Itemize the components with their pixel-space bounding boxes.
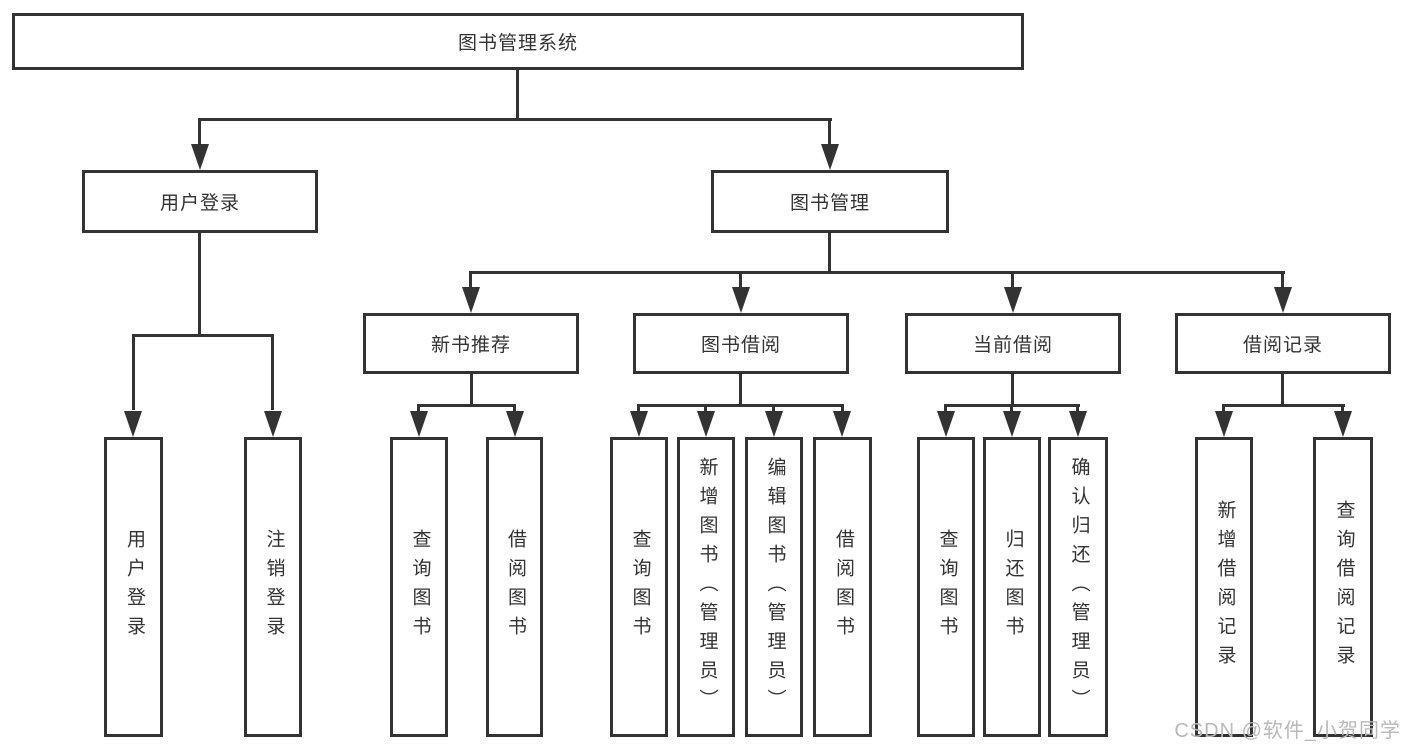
arrowhead-icon [462,287,480,313]
connector-line [944,404,947,412]
leaf-add-books-admin: 新增图书（管理员） [677,437,735,737]
leaf-add-borrow-record-label: 新增借阅记录 [1214,500,1236,674]
node-borrowing-records: 借阅记录 [1175,313,1391,374]
arrowhead-icon [1003,411,1021,437]
watermark-text: CSDN @软件_小贺同学 [1174,720,1401,742]
leaf-confirm-return-admin-label: 确认归还（管理员） [1068,456,1090,718]
leaf-user-login: 用户登录 [104,437,163,737]
node-book-management: 图书管理 [711,170,949,233]
connector-line [1011,271,1014,288]
leaf-query-books-recommend-label: 查询图书 [409,529,431,645]
node-new-book-recommend-label: 新书推荐 [430,335,511,356]
leaf-add-borrow-record: 新增借阅记录 [1195,437,1253,737]
arrowhead-icon [821,144,839,170]
arrowhead-icon [506,411,524,437]
leaf-borrow-books-recommend: 借阅图书 [486,437,543,737]
leaf-return-books-label: 归还图书 [1002,529,1024,645]
leaf-return-books: 归还图书 [983,437,1041,737]
connector-line [417,404,420,412]
arrowhead-icon [697,411,715,437]
connector-line [1010,404,1013,412]
node-current-borrowing: 当前借阅 [905,313,1121,374]
arrowhead-icon [937,411,955,437]
connector-line [271,334,274,410]
arrowhead-icon [1215,411,1233,437]
connector-line [1281,271,1284,288]
node-user-login-label: 用户登录 [159,193,240,214]
connector-line [516,69,519,121]
node-book-management-label: 图书管理 [789,193,870,214]
connector-line [132,334,274,337]
connector-line [132,334,135,410]
connector-line [198,232,201,337]
leaf-borrow-books-label: 借阅图书 [832,529,854,645]
leaf-logout-label: 注销登录 [263,529,285,645]
connector-line [198,118,832,121]
leaf-borrow-books: 借阅图书 [813,437,872,737]
leaf-user-login-label: 用户登录 [123,529,145,645]
leaf-query-books-borrowing-label: 查询图书 [629,529,651,645]
connector-line [637,404,640,412]
arrowhead-icon [1334,411,1352,437]
connector-line [198,118,201,146]
connector-line [739,373,742,406]
leaf-query-books-current: 查询图书 [917,437,975,737]
node-current-borrowing-label: 当前借阅 [972,335,1053,356]
node-new-book-recommend: 新书推荐 [363,313,579,374]
arrowhead-icon [765,411,783,437]
arrowhead-icon [630,411,648,437]
leaf-borrow-books-recommend-label: 借阅图书 [504,529,526,645]
connector-line [739,271,742,288]
connector-line [1222,404,1345,407]
node-book-borrowing-label: 图书借阅 [700,335,781,356]
leaf-query-borrow-record-label: 查询借阅记录 [1333,500,1355,674]
arrowhead-icon [732,287,750,313]
arrowhead-icon [124,411,142,437]
arrowhead-icon [833,411,851,437]
leaf-query-books-recommend: 查询图书 [390,437,448,737]
connector-line [637,404,844,407]
connector-line [470,373,473,406]
leaf-edit-books-admin: 编辑图书（管理员） [745,437,803,737]
connector-line [1011,373,1014,406]
arrowhead-icon [191,144,209,170]
arrowhead-icon [1274,287,1292,313]
connector-line [513,404,516,412]
connector-line [1076,404,1079,412]
connector-line [704,404,707,412]
connector-line [772,404,775,412]
connector-line [469,271,1285,274]
leaf-edit-books-admin-label: 编辑图书（管理员） [764,456,786,718]
leaf-query-books-borrowing: 查询图书 [610,437,668,737]
node-library-system-label: 图书管理系统 [457,33,578,54]
node-book-borrowing: 图书借阅 [633,313,849,374]
arrowhead-icon [1069,411,1087,437]
arrowhead-icon [264,411,282,437]
connector-line [1281,373,1284,406]
leaf-logout: 注销登录 [244,437,302,737]
node-library-system: 图书管理系统 [12,13,1024,70]
arrowhead-icon [410,411,428,437]
leaf-query-borrow-record: 查询借阅记录 [1313,437,1373,737]
leaf-add-books-admin-label: 新增图书（管理员） [696,456,718,718]
leaf-query-books-current-label: 查询图书 [936,529,958,645]
connector-line [417,404,516,407]
arrowhead-icon [1004,287,1022,313]
leaf-confirm-return-admin: 确认归还（管理员） [1048,437,1108,737]
connector-line [828,118,831,146]
node-user-login: 用户登录 [82,170,318,233]
connector-line [1341,404,1344,412]
connector-line [828,232,831,274]
node-borrowing-records-label: 借阅记录 [1242,335,1323,356]
connector-line [1222,404,1225,412]
connector-line [841,404,844,412]
connector-line [469,271,472,288]
